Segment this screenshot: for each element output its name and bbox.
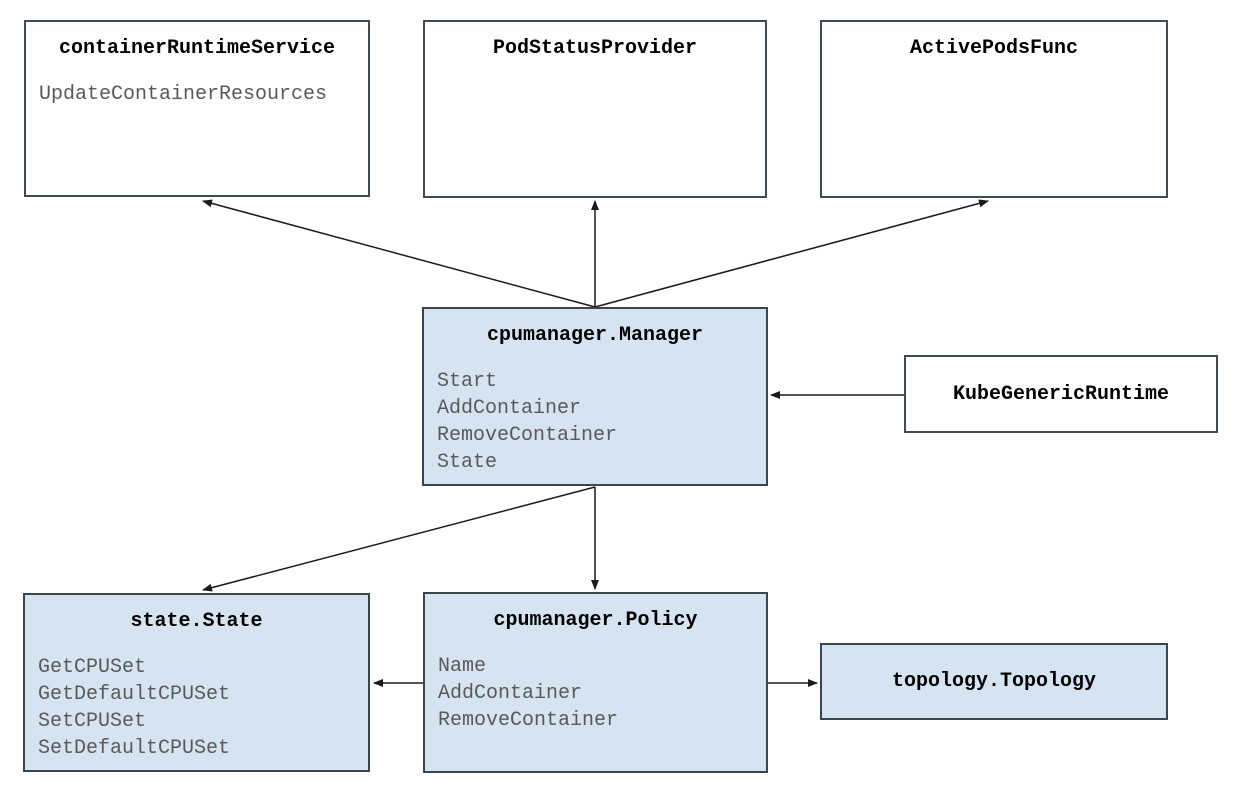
- method: RemoveContainer: [437, 424, 618, 447]
- method: GetCPUSet: [38, 656, 147, 679]
- box-cpumanager-policy: cpumanager.Policy Name AddContainer Remo…: [423, 592, 768, 773]
- arrow-manager-to-state-state: [202, 486, 596, 592]
- box-methods: UpdateContainerResources: [39, 81, 368, 108]
- method: Name: [438, 655, 487, 678]
- method: UpdateContainerResources: [39, 83, 328, 106]
- method: SetCPUSet: [38, 710, 147, 733]
- box-methods: Name AddContainer RemoveContainer: [438, 653, 766, 734]
- box-title: cpumanager.Policy: [493, 609, 698, 632]
- box-title: KubeGenericRuntime: [952, 382, 1170, 406]
- box-kube-generic-runtime: KubeGenericRuntime: [904, 355, 1218, 433]
- box-topology-topology: topology.Topology: [820, 643, 1168, 720]
- method: SetDefaultCPUSet: [38, 737, 231, 760]
- box-methods: Start AddContainer RemoveContainer State: [437, 368, 766, 476]
- box-title: topology.Topology: [891, 670, 1097, 693]
- arrow-manager-to-container-runtime-service: [202, 199, 596, 308]
- method: Start: [437, 370, 498, 393]
- box-title: PodStatusProvider: [492, 37, 698, 60]
- method: State: [437, 451, 498, 474]
- box-pod-status-provider: PodStatusProvider: [423, 20, 767, 198]
- box-container-runtime-service: containerRuntimeService UpdateContainerR…: [24, 20, 370, 197]
- box-title: ActivePodsFunc: [909, 37, 1079, 60]
- method: AddContainer: [437, 397, 582, 420]
- box-title: state.State: [130, 610, 263, 633]
- box-title: containerRuntimeService: [58, 37, 336, 60]
- arrow-manager-to-active-pods-func: [594, 199, 989, 308]
- method: GetDefaultCPUSet: [38, 683, 231, 706]
- method: RemoveContainer: [438, 709, 619, 732]
- method: AddContainer: [438, 682, 583, 705]
- box-cpumanager-manager: cpumanager.Manager Start AddContainer Re…: [422, 307, 768, 486]
- box-title: cpumanager.Manager: [486, 324, 704, 347]
- box-state-state: state.State GetCPUSet GetDefaultCPUSet S…: [23, 593, 370, 772]
- box-methods: GetCPUSet GetDefaultCPUSet SetCPUSet Set…: [38, 654, 368, 762]
- box-active-pods-func: ActivePodsFunc: [820, 20, 1168, 198]
